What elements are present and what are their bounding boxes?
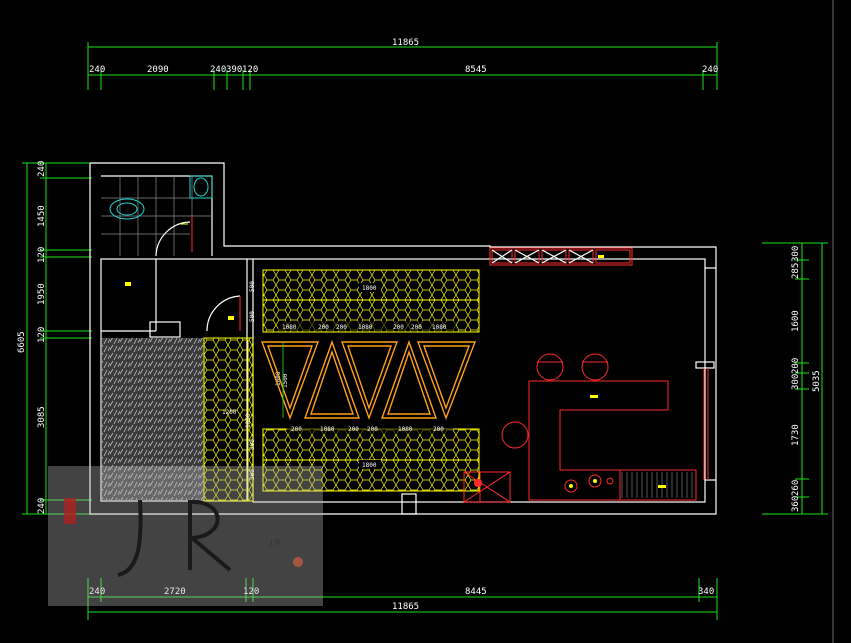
- left-seg-5: 3085: [37, 406, 47, 428]
- entry-box: [463, 471, 511, 503]
- stone-floor-area: [102, 338, 204, 500]
- bar-stool-2: [581, 353, 609, 381]
- left-total-label: 6605: [17, 331, 27, 353]
- bottom-seg-1: 2720: [164, 587, 186, 597]
- storage-door-swing: [206, 295, 241, 332]
- bottom-seg-0: 240: [89, 587, 105, 597]
- top-seg-4: 120: [242, 65, 258, 75]
- window-sill: [695, 361, 715, 369]
- mid-1500: 1500: [282, 373, 289, 388]
- toilet-icon: [189, 175, 213, 199]
- watermark-letter-r: [187, 499, 232, 572]
- upper-row-dim-1: 200: [318, 324, 329, 331]
- top-dimension-group: 11865 240 2090 240 390 120 8545 240: [87, 38, 718, 90]
- right-seg-6: 360: [791, 496, 801, 512]
- triangle-1: [260, 341, 320, 421]
- left-seg-1: 1450: [37, 205, 47, 227]
- lower-row-dim-0: 200: [291, 426, 302, 433]
- watermark-letter-j: [117, 499, 143, 577]
- bottom-total-label: 11865: [392, 602, 419, 612]
- triangle-2: [304, 339, 360, 419]
- side-500-c: 500: [249, 439, 256, 450]
- left-seg-4: 120: [37, 327, 47, 343]
- lower-row-dim-1: 1080: [320, 426, 335, 433]
- upper-hatch-dim: 1800: [362, 285, 377, 292]
- bottom-dimension-group: 240 2720 120 8445 340 11865: [87, 578, 718, 620]
- upper-row-dim-5: 200: [411, 324, 422, 331]
- sink-icon-1: [564, 479, 578, 493]
- right-seg-2: 1600: [791, 310, 801, 332]
- left-hex-strip: [203, 337, 254, 502]
- bathroom: [101, 175, 213, 257]
- top-seg-3: 390: [226, 65, 242, 75]
- right-dimension-group: 300 285 1600 200 300 1730 360 260 5035: [762, 242, 828, 515]
- outer-wall: [89, 162, 717, 515]
- bathtub-basin-icon: [109, 198, 145, 220]
- lower-hatch-dim: 1800: [362, 462, 377, 469]
- upper-row-dim-0: 1080: [282, 324, 297, 331]
- right-seg-7: 260: [791, 480, 801, 496]
- sink-icon-2: [588, 474, 602, 488]
- lower-row-dim-2: 200: [348, 426, 359, 433]
- upper-row-dim-6: 1080: [432, 324, 447, 331]
- side-500-d: 500: [249, 469, 256, 480]
- triangle-displays: [260, 339, 477, 421]
- bottom-seg-3: 8445: [465, 587, 487, 597]
- watermark-seal: [64, 498, 76, 524]
- side-500-b: 500: [249, 311, 256, 322]
- top-seg-6: 240: [702, 65, 718, 75]
- triangle-3: [341, 341, 399, 421]
- service-counter: [501, 353, 697, 501]
- top-seg-1: 2090: [147, 65, 169, 75]
- mid-1800: 1800: [275, 371, 282, 386]
- storage-room: [125, 282, 241, 332]
- cabinet-row: [489, 247, 633, 266]
- upper-row-dim-2: 200: [336, 324, 347, 331]
- top-seg-2: 240: [210, 65, 226, 75]
- watermark-panel: [48, 466, 323, 606]
- stone-hatch: [102, 338, 204, 500]
- left-seg-3: 1950: [37, 283, 47, 305]
- lower-row-dim-3: 200: [367, 426, 378, 433]
- door-stub: [401, 493, 417, 515]
- left-hatch-dim: 1200: [222, 409, 237, 416]
- left-seg-6: 240: [37, 498, 47, 514]
- fridge-unit: [619, 469, 697, 501]
- right-seg-0: 300: [791, 246, 801, 262]
- lower-row-dim-5: 200: [433, 426, 444, 433]
- right-seg-5: 1730: [791, 424, 801, 446]
- bar-stool-3: [501, 421, 529, 449]
- watermark-text: J R: [269, 538, 281, 547]
- right-seg-3: 200: [791, 358, 801, 374]
- column-block: [149, 321, 181, 338]
- upper-row-dim-4: 200: [393, 324, 404, 331]
- bottom-seg-4: 340: [698, 587, 714, 597]
- entry-cabinet: [463, 471, 511, 503]
- lower-row-dim-4: 1080: [398, 426, 413, 433]
- triangle-5: [416, 341, 477, 420]
- top-total-label: 11865: [392, 38, 419, 48]
- watermark: J R: [48, 466, 323, 606]
- top-seg-5: 8545: [465, 65, 487, 75]
- side-500-a: 500: [249, 281, 256, 292]
- counter-outline: [528, 380, 697, 501]
- top-seg-0: 240: [89, 65, 105, 75]
- left-dimension-group: 240 1450 120 1950 120 3085 240 6605: [17, 161, 92, 515]
- bar-stool-1: [536, 353, 564, 381]
- wall-cabinets: [489, 247, 633, 266]
- bottom-seg-2: 120: [243, 587, 259, 597]
- right-total-label: 5035: [812, 370, 822, 392]
- triangle-4: [381, 339, 437, 419]
- bathroom-door-swing: [155, 221, 191, 257]
- left-seg-0: 240: [37, 161, 47, 177]
- right-seg-4: 300: [791, 374, 801, 390]
- left-seg-2: 120: [37, 247, 47, 263]
- upper-row-dim-3: 1080: [358, 324, 373, 331]
- hex-tile-areas: 1800 1800 1080 200 200 1080 200 200 1080…: [203, 269, 480, 502]
- right-seg-1: 285: [791, 263, 801, 279]
